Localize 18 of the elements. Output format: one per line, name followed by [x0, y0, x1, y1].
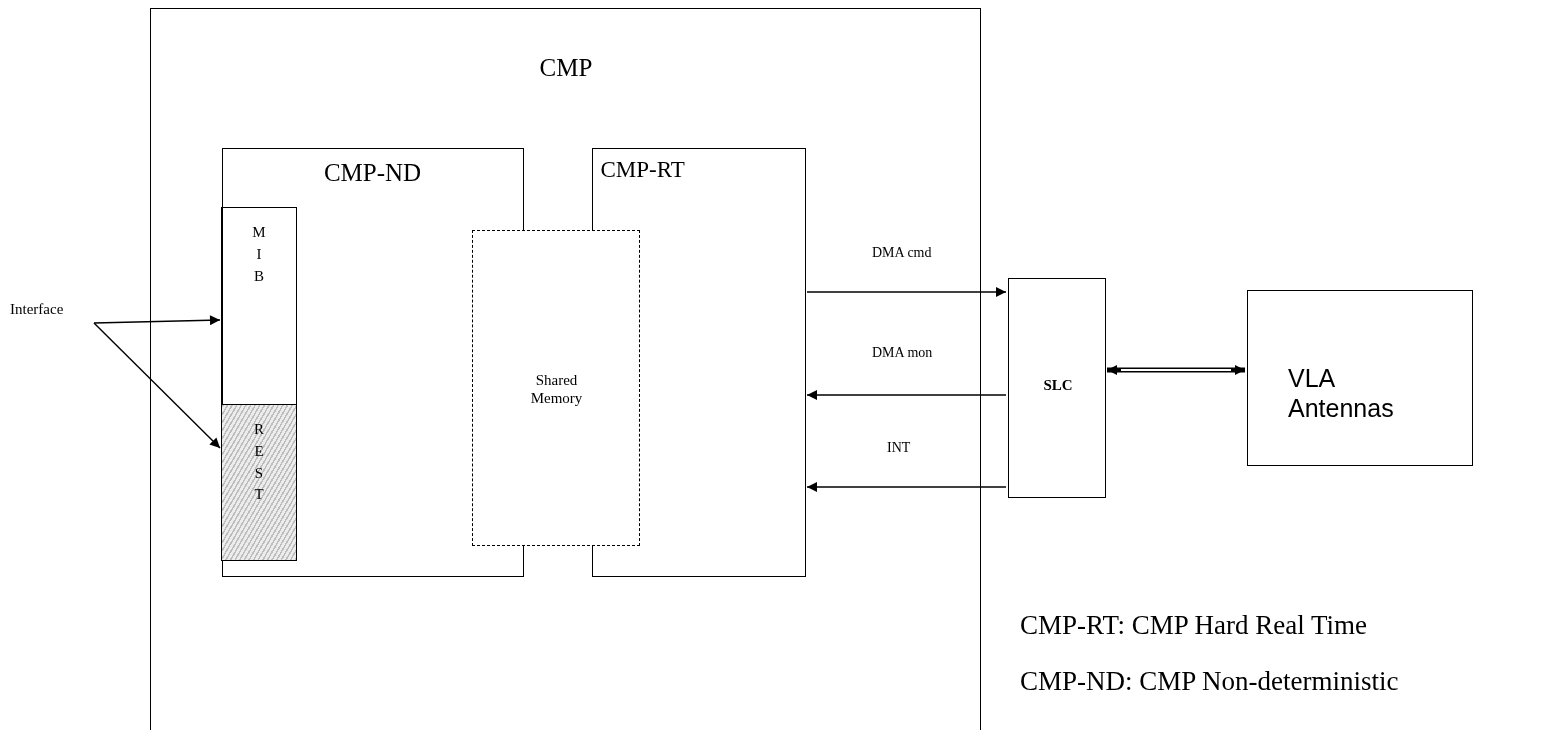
node-label: Shared Memory [529, 370, 584, 407]
subsystem-box [221, 147, 524, 577]
subsystem-box [591, 147, 806, 577]
antenna-box [1247, 290, 1473, 466]
node-label: CMP-RT [600, 156, 685, 183]
node-label: VLA Antennas [1288, 363, 1395, 423]
node-label: CMP-ND [323, 158, 422, 187]
node-label: SLC [1043, 377, 1073, 394]
node-label: CMP [539, 54, 593, 82]
vertical-label: MIB [252, 223, 266, 286]
node-label: Interface [10, 301, 64, 318]
shared-memory-box [471, 229, 640, 546]
controller-box [1008, 278, 1106, 498]
note-text: CMP-ND: CMP Non-deterministic [1020, 666, 1399, 697]
system-box [150, 8, 981, 730]
vertical-label: REST [253, 420, 265, 505]
note-text: CMP-RT: CMP Hard Real Time [1020, 610, 1368, 641]
hatched-module-box [221, 404, 297, 561]
